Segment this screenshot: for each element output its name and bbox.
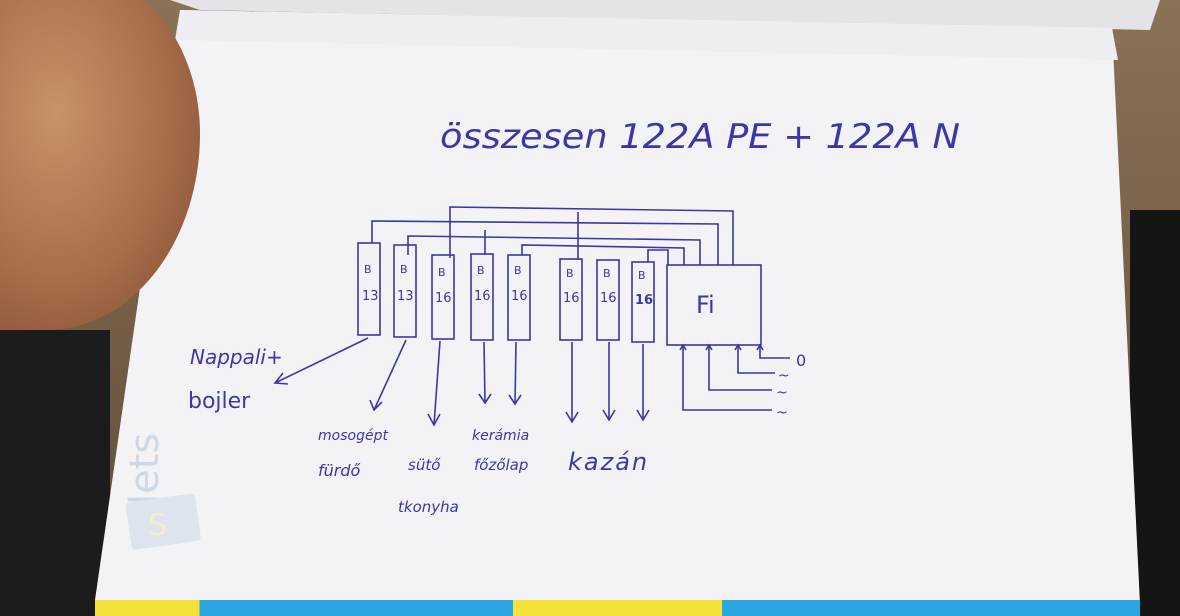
diagram-title: összesen 122A PE + 122A N — [440, 117, 960, 157]
dark-object-left — [0, 330, 110, 616]
breaker: B 16 — [596, 259, 620, 341]
breaker-type: B — [400, 263, 408, 276]
breaker: B 16 — [431, 254, 455, 340]
input-lines — [679, 343, 790, 411]
breaker: B 16 — [559, 258, 583, 341]
fi-rcd-box: Fi — [666, 264, 762, 346]
input-label: 0 — [796, 351, 806, 370]
paper — [95, 10, 1140, 604]
breaker-type: B — [638, 269, 646, 282]
breaker-group: B 13 B 13 B 16 B 16 B 16 B 16 — [357, 242, 655, 343]
breaker-rating: 16 — [474, 289, 491, 304]
output-arrows — [273, 337, 650, 427]
breaker-type: B — [364, 263, 372, 276]
breaker-rating: 16 — [511, 289, 528, 304]
fi-label: Fi — [696, 291, 715, 319]
load-label-keramia: kerámia — [472, 428, 529, 444]
load-label-bojler: bojler — [188, 389, 251, 414]
load-label-nappali: Nappali+ — [190, 345, 283, 369]
breaker-type: B — [477, 264, 485, 277]
breaker-type: B — [438, 266, 446, 279]
breaker-type: B — [514, 264, 522, 277]
load-label-furdo: fürdő — [318, 461, 361, 480]
breaker-rating: 16 — [600, 291, 617, 306]
breaker-type: B — [566, 267, 574, 280]
breaker-rating: 16 — [435, 291, 452, 306]
breaker-rating: 13 — [362, 289, 379, 304]
breaker-rating: 16 — [635, 293, 653, 308]
bottom-cover-strip — [95, 600, 1140, 616]
load-label-suto: sütő — [408, 456, 441, 474]
dark-object-right — [1130, 210, 1180, 616]
breaker-type: B — [603, 267, 611, 280]
breaker: B 13 — [357, 242, 381, 336]
breaker: B 16 — [631, 261, 655, 343]
load-label-fozolap: főzőlap — [474, 456, 528, 474]
input-label: ~ — [776, 405, 788, 421]
breaker: B 13 — [393, 244, 417, 338]
breaker-rating: 13 — [397, 289, 414, 304]
load-label-konyha: tkonyha — [398, 498, 459, 516]
input-label: ~ — [778, 368, 790, 384]
breaker: B 16 — [470, 253, 494, 341]
watermark-text: lets — [122, 433, 168, 505]
watermark-logo: lets S — [122, 433, 201, 550]
watermark-mark: S — [148, 508, 167, 543]
load-label-kazan: kazán — [568, 448, 649, 476]
breaker: B 16 — [507, 254, 531, 341]
breaker-rating: 16 — [563, 291, 580, 306]
input-label: ~ — [776, 385, 788, 401]
load-label-mosogep: mosogépt — [318, 428, 388, 444]
